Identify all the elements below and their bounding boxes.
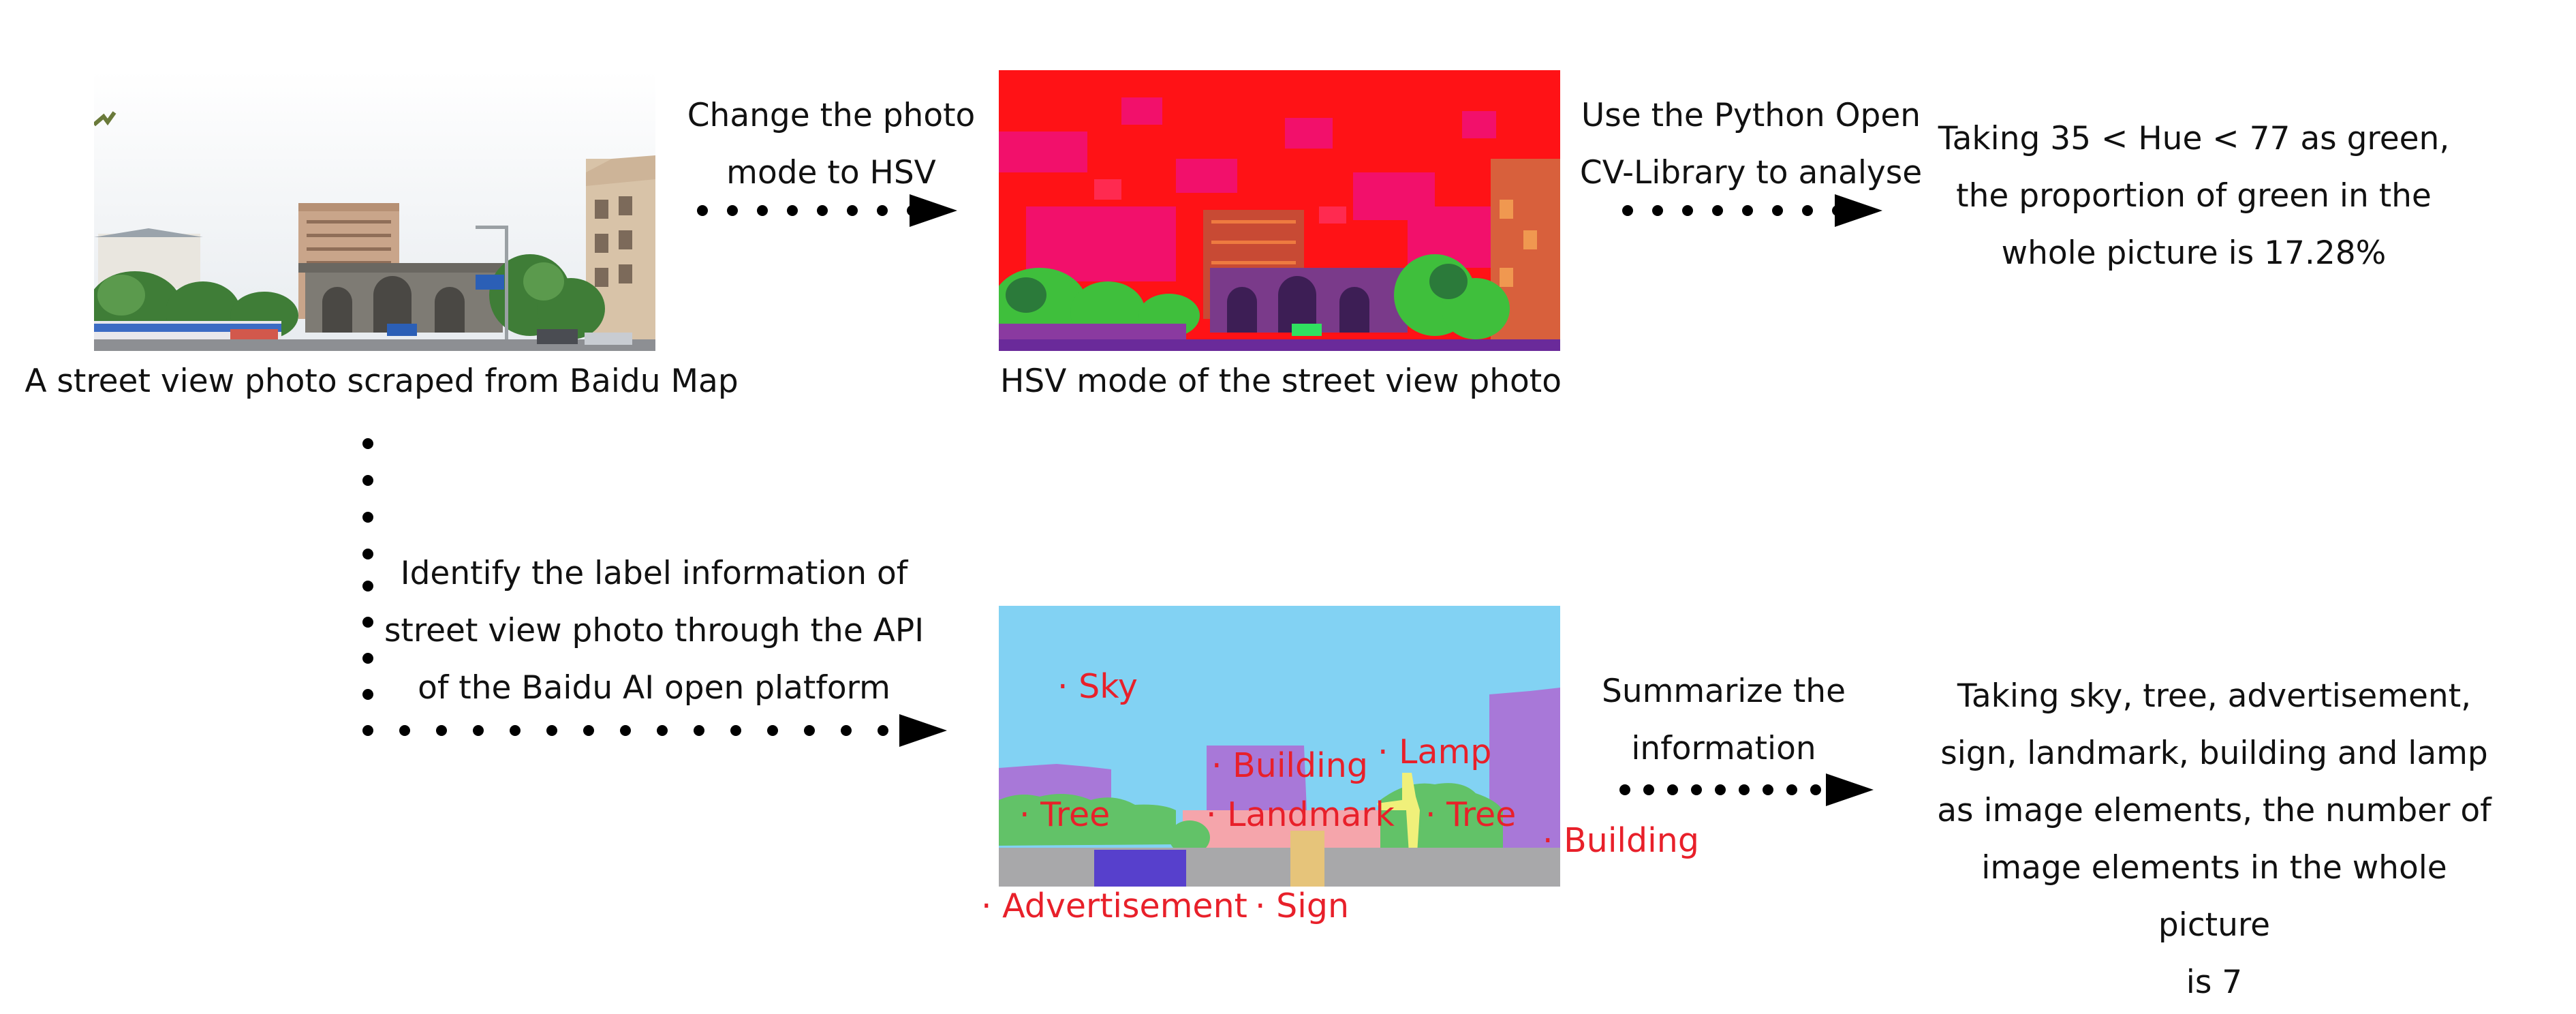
photo-caption: A street view photo scraped from Baidu M…: [25, 363, 739, 400]
step-summarize-line-1: Summarize the: [1601, 673, 1846, 710]
arrow-photo-down: [362, 438, 373, 736]
arrow-to-segmentation: [399, 714, 947, 747]
step-api-line-1: Identify the label information of: [400, 555, 908, 592]
step-summarize-line-2: information: [1631, 730, 1816, 767]
green-result-line-3: whole picture is 17.28%: [2001, 234, 2387, 272]
step-opencv-label: Use the Python Open CV-Library to analys…: [1560, 87, 1942, 202]
elements-result-line-5: is 7: [2186, 964, 2243, 1001]
label-lamp: · Lamp: [1378, 733, 1492, 771]
label-sky: · Sky: [1057, 667, 1138, 706]
hsv-photo: [999, 70, 1560, 351]
seg-advertisement: [1094, 850, 1186, 887]
step-api-label: Identify the label information of street…: [382, 545, 927, 717]
street-view-photo: [94, 70, 655, 351]
step-api-line-3: of the Baidu AI open platform: [418, 669, 890, 707]
green-result: Taking 35 < Hue < 77 as green, the propo…: [1935, 110, 2453, 282]
label-sign: · Sign: [1255, 887, 1350, 925]
elements-result-line-3: as image elements, the number of: [1937, 792, 2492, 829]
arrow-photo-to-hsv: [697, 194, 957, 227]
label-tree-right: · Tree: [1425, 795, 1517, 834]
arrow-hsv-to-result: [1622, 194, 1882, 227]
arrow-segmentation-to-result: [1619, 773, 1874, 806]
green-result-line-1: Taking 35 < Hue < 77 as green,: [1938, 120, 2450, 157]
elements-result: Taking sky, tree, advertisement, sign, l…: [1935, 668, 2494, 1011]
step-hsv-label: Change the photo mode to HSV: [654, 87, 1008, 202]
segmentation-image: [999, 606, 1560, 887]
seg-building-right: [1489, 688, 1560, 887]
step-opencv-line-1: Use the Python Open: [1581, 97, 1921, 134]
seg-tree-left: [999, 794, 1176, 846]
seg-building-center: [1207, 746, 1307, 810]
label-advertisement: · Advertisement: [981, 887, 1247, 925]
step-hsv-line-1: Change the photo: [687, 97, 976, 134]
step-api-line-2: street view photo through the API: [384, 612, 925, 649]
label-landmark: · Landmark: [1206, 795, 1395, 834]
step-summarize-label: Summarize the information: [1560, 663, 1887, 778]
seg-sign: [1290, 831, 1324, 887]
step-opencv-line-2: CV-Library to analyse: [1579, 154, 1923, 191]
step-hsv-line-2: mode to HSV: [726, 154, 936, 191]
elements-result-line-1: Taking sky, tree, advertisement,: [1957, 677, 2472, 715]
label-tree-left: · Tree: [1019, 795, 1111, 834]
label-building-center: · Building: [1211, 746, 1368, 785]
hsv-photo-caption: HSV mode of the street view photo: [1000, 363, 1562, 400]
elements-result-line-4: image elements in the whole picture: [1981, 849, 2447, 944]
label-building-right: · Building: [1542, 821, 1699, 860]
elements-result-line-2: sign, landmark, building and lamp: [1940, 735, 2488, 772]
green-result-line-2: the proportion of green in the: [1956, 177, 2432, 215]
